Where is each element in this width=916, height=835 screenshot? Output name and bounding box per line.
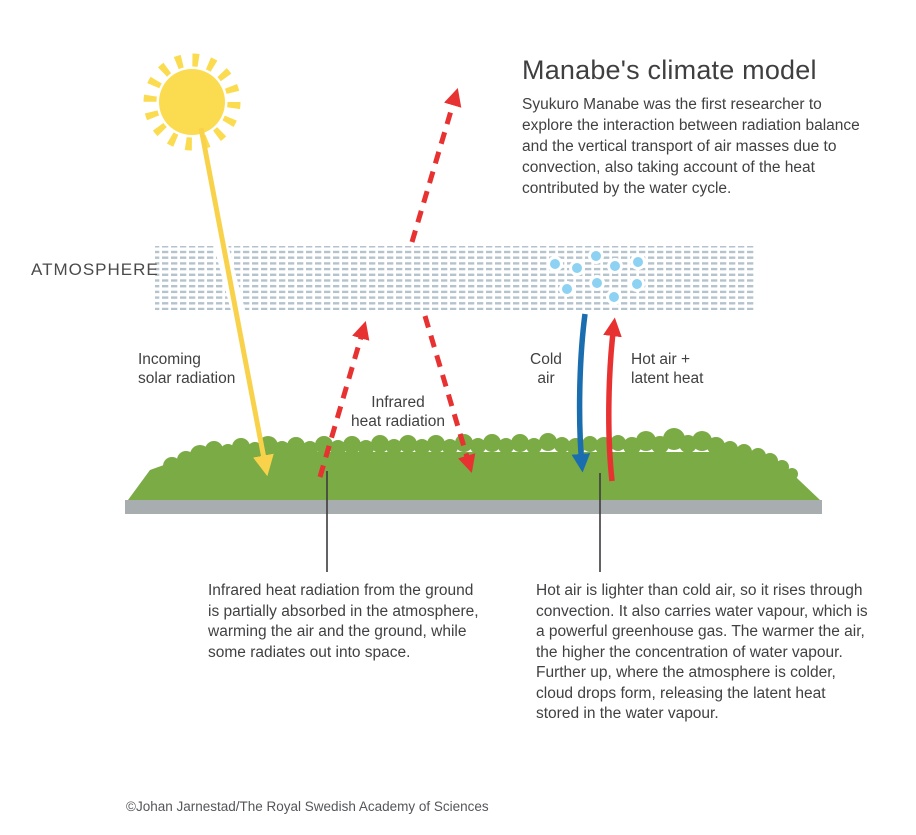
cloud-drop-icon (559, 281, 575, 297)
cloud-drop-icon (588, 248, 604, 264)
cloud-drop-icon (569, 260, 585, 276)
infrared-up-to-space-arrow (409, 87, 462, 243)
sun-icon (143, 53, 241, 151)
intro-paragraph: Syukuro Manabe was the first researcher … (522, 96, 860, 197)
page-title: Manabe's climate model (522, 55, 817, 85)
infrared-down-arrow (422, 315, 476, 474)
cloud-drop-icon (629, 276, 645, 292)
cloud-drop-icon (630, 254, 646, 270)
atmosphere-band (155, 240, 755, 316)
credit-line: ©Johan Jarnestad/The Royal Swedish Acade… (126, 799, 489, 814)
caption-left: Infrared heat radiation from the ground … (208, 582, 479, 661)
cloud-drops (547, 248, 646, 305)
cold-air-down-arrow (571, 313, 591, 473)
cloud-drop-icon (547, 256, 563, 272)
infrared-label: Infrared heat radiation (351, 394, 445, 430)
ground-green-body (128, 452, 820, 500)
incoming-solar-label: Incoming solar radiation (138, 351, 236, 387)
hot-air-label: Hot air + latent heat (631, 351, 704, 387)
cold-air-label: Cold air (530, 351, 562, 387)
hot-air-up-arrow (603, 317, 622, 482)
cloud-drop-icon (589, 275, 605, 291)
ground-base (125, 500, 822, 514)
solar-radiation-arrow (198, 127, 274, 477)
cloud-drop-icon (606, 289, 622, 305)
caption-right: Hot air is lighter than cold air, so it … (536, 582, 868, 722)
atmosphere-label: ATMOSPHERE (31, 260, 159, 279)
infrared-up-from-ground-arrow (317, 320, 370, 478)
ground (125, 428, 822, 514)
cloud-drop-icon (607, 258, 623, 274)
